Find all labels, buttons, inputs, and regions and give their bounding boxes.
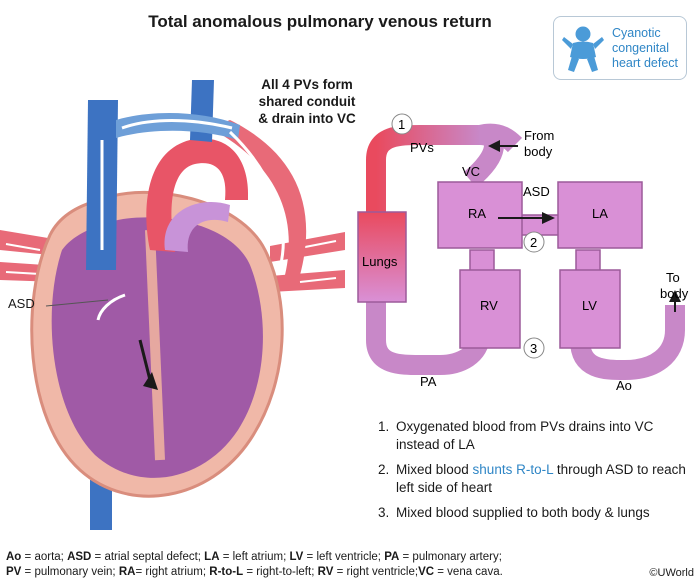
baby-icon: [562, 26, 604, 72]
abbr-ra: RA: [118, 566, 136, 578]
step-2: 2. Mixed blood shunts R-to-L through ASD…: [378, 461, 698, 497]
step-2-text-before: Mixed blood: [396, 462, 473, 477]
figure-title: Total anomalous pulmonary venous return: [148, 12, 492, 31]
step-2-text-after: through ASD to reach left side of heart: [396, 462, 686, 495]
vertical-vein-conduit: [210, 120, 307, 275]
chamber-rv: [459, 269, 521, 349]
pa-pathway: [366, 300, 490, 375]
label-lv: LV: [582, 298, 597, 313]
label-rv: RV: [480, 298, 498, 313]
abbr-la: LA: [204, 551, 220, 563]
abbr-asd: ASD: [67, 551, 92, 563]
step-3-number: 3.: [378, 505, 390, 520]
label-la: LA: [592, 206, 608, 221]
abbreviation-footer: Ao = aorta; ASD = atrial septal defect; …: [6, 550, 646, 580]
label-pvs: PVs: [410, 140, 434, 155]
footer-line-1: Ao = aorta; ASD = atrial septal defect; …: [6, 551, 502, 563]
step-3: 3. Mixed blood supplied to both body & l…: [378, 504, 698, 522]
conduit-line-3: & drain into VC: [258, 111, 356, 126]
ivc-vessel: [90, 480, 112, 530]
heart-asd-label: ASD: [8, 296, 35, 311]
chamber-lungs: [357, 211, 407, 303]
step-1-text: Oxygenated blood from PVs drains into VC…: [396, 419, 654, 452]
innominate-vein: [116, 113, 240, 140]
marker-1: 1: [391, 113, 413, 135]
step-1: 1. Oxygenated blood from PVs drains into…: [378, 418, 698, 454]
abbr-rv: RV: [317, 566, 334, 578]
ao-pathway: [570, 305, 685, 381]
step-list: 1. Oxygenated blood from PVs drains into…: [378, 418, 698, 529]
label-to-body-2: body: [660, 286, 689, 301]
label-from-body-1: From: [524, 128, 554, 143]
conduit-line-1: All 4 PVs form: [261, 77, 353, 92]
mixing-arrow: [138, 339, 152, 381]
asd-leader-line: [45, 299, 109, 307]
chamber-ra: [437, 181, 523, 249]
label-lungs: Lungs: [362, 254, 398, 269]
badge-line-2: congenital: [612, 41, 669, 55]
step-2-highlight: shunts R-to-L: [472, 462, 554, 477]
abbr-ao: Ao: [6, 551, 22, 563]
badge-line-3: heart defect: [612, 56, 679, 70]
marker-2: 2: [523, 231, 545, 253]
footer-line-2: PV = pulmonary vein; RA= right atrium; R…: [6, 566, 503, 578]
label-vc: VC: [462, 164, 480, 179]
badge-text: Cyanotic congenital heart defect: [612, 26, 686, 71]
badge-line-1: Cyanotic: [612, 26, 661, 40]
conduit-line-2: shared conduit: [258, 94, 356, 109]
septum: [145, 229, 165, 461]
svg-text:2: 2: [530, 235, 537, 250]
label-from-body-2: body: [524, 144, 553, 159]
step-1-number: 1.: [378, 419, 390, 434]
step-3-text: Mixed blood supplied to both body & lung…: [396, 505, 650, 520]
abbr-vc: VC: [418, 566, 435, 578]
label-pa: PA: [420, 374, 437, 389]
cyanotic-badge: Cyanotic congenital heart defect: [553, 16, 687, 80]
conduit-annotation: All 4 PVs form shared conduit & drain in…: [248, 76, 366, 127]
abbr-pa: PA: [384, 551, 400, 563]
label-ra: RA: [468, 206, 486, 221]
pvs-pathway: [366, 125, 480, 212]
svg-text:1: 1: [398, 117, 405, 132]
la-lv-connector: [575, 249, 601, 273]
flow-schematic: PVs VC From body ASD RA LA Lungs RV LV P…: [357, 113, 689, 393]
flow-arrows: [96, 119, 285, 321]
label-ao: Ao: [616, 378, 632, 393]
svg-text:3: 3: [530, 341, 537, 356]
abbr-r-to-l: R-to-L: [209, 566, 244, 578]
label-asd: ASD: [523, 184, 550, 199]
abbr-lv: LV: [289, 551, 304, 563]
pulmonary-artery: [164, 202, 230, 252]
copyright: ©UWorld: [649, 567, 694, 579]
chamber-la: [557, 181, 643, 249]
abbr-pv: PV: [6, 566, 22, 578]
label-to-body-1: To: [666, 270, 680, 285]
ra-rv-connector: [469, 249, 495, 273]
step-2-number: 2.: [378, 462, 390, 477]
chamber-lv: [559, 269, 621, 349]
marker-3: 3: [523, 337, 545, 359]
aorta: [146, 138, 249, 252]
heart-illustration: [0, 80, 345, 530]
